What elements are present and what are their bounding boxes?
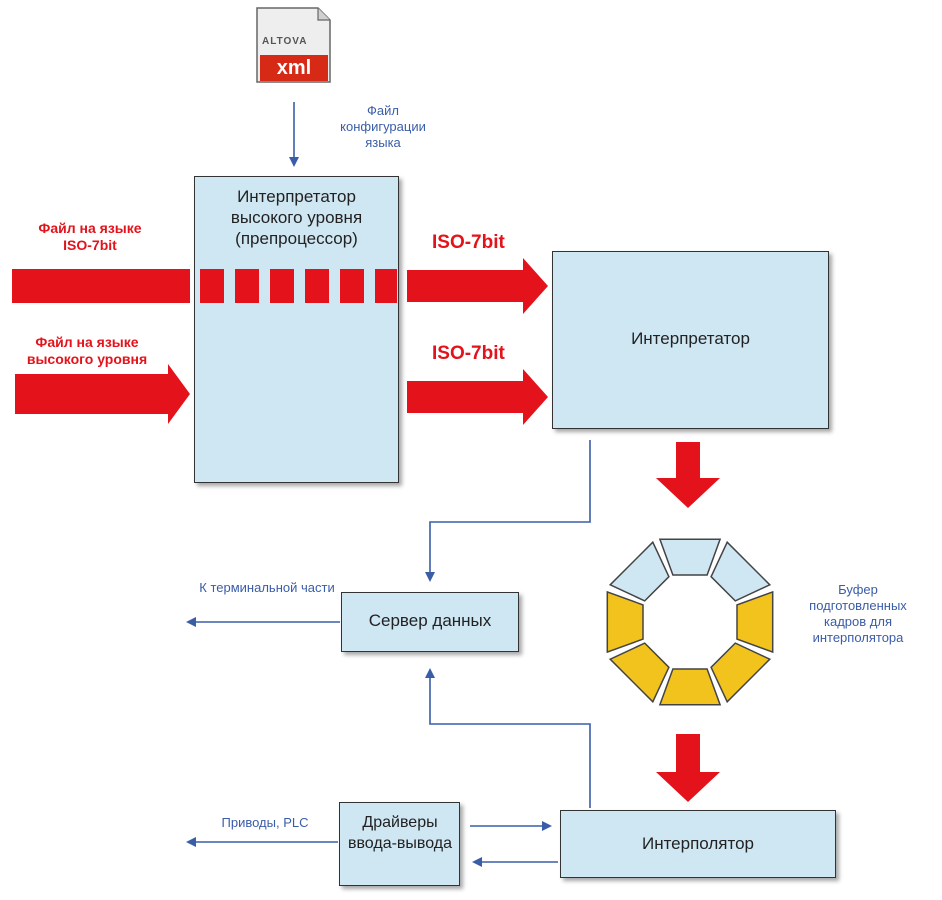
flow-lines: [186, 102, 591, 867]
interpreter-to-server-arrow: [425, 440, 591, 582]
xml-file-icon: [256, 7, 331, 83]
red-arrows: [12, 258, 720, 802]
interpreter-label: Интерпретатор: [631, 329, 750, 348]
hl-input-arrow: [15, 364, 190, 424]
xml-icon-brand: ALTOVA: [262, 36, 308, 47]
data-server-label: Сервер данных: [368, 611, 492, 630]
xml-icon-ext: xml: [276, 57, 312, 79]
interpreter-box: [552, 251, 829, 429]
terminal-label: К терминальной части: [199, 580, 335, 595]
preprocessor-label: Интерпретатор высокого уровня (препроцес…: [230, 187, 363, 248]
buffer-to-interpolator-arrow: [656, 734, 720, 802]
buffer-segment: [658, 538, 722, 576]
buffer-segment: [710, 642, 772, 704]
interpolator-box: [560, 810, 836, 878]
buffer-segment: [608, 540, 670, 602]
interpolator-label: Интерполятор: [641, 834, 755, 853]
buffer-label: Буфер подготовленных кадров для интерпол…: [809, 582, 907, 645]
io-drivers-label: Драйверы ввода-вывода: [347, 814, 453, 852]
interpreter-to-buffer-arrow: [656, 442, 720, 508]
buffer-segment: [608, 642, 670, 704]
iso-top-arrow: [407, 258, 548, 314]
preprocessor-box: [194, 176, 399, 483]
data-server-box: [341, 592, 519, 652]
iso-file-label: Файл на языке ISO-7bit: [38, 220, 142, 253]
iso-input-bar: [12, 269, 190, 303]
buffer-segment: [736, 590, 774, 654]
iso-top-label: ISO-7bit: [432, 232, 505, 253]
config-file-label: Файл конфигурации языка: [340, 103, 426, 150]
iso-bottom-label: ISO-7bit: [432, 343, 505, 364]
buffer-segment: [606, 590, 644, 654]
io-drivers-box: [339, 802, 460, 886]
buffer-segment: [658, 668, 722, 706]
hl-file-label: Файл на языке высокого уровня: [26, 334, 148, 367]
buffer-segment: [710, 540, 772, 602]
interpolator-to-server-arrow: [425, 668, 591, 808]
ring-buffer: [606, 538, 774, 706]
iso-bottom-arrow: [407, 369, 548, 425]
drives-label: Приводы, PLC: [221, 815, 309, 830]
